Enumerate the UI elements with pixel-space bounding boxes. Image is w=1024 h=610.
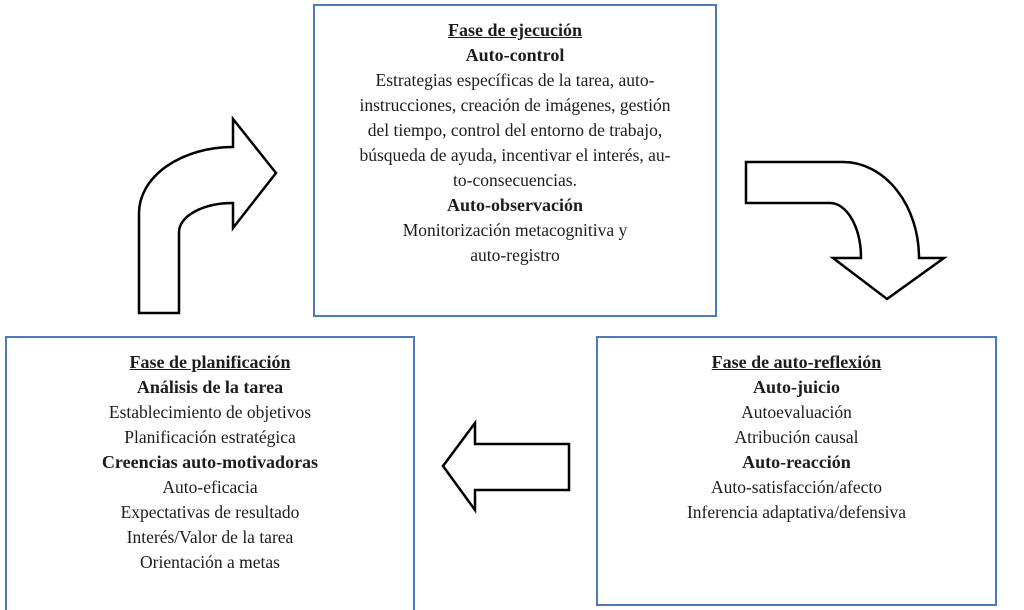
motivational-beliefs-body: Auto-eficacia Expectativas de resultado … — [120, 477, 300, 572]
self-reaction-heading: Auto-reacción — [742, 452, 851, 472]
left-block-arrow — [441, 419, 571, 514]
execution-phase-box: Fase de ejecución Auto-control Estrategi… — [313, 4, 717, 317]
planning-phase-title: Fase de planificación — [129, 352, 291, 372]
motivational-beliefs-heading: Creencias auto-motivadoras — [101, 452, 319, 472]
self-observation-heading: Auto-observación — [447, 195, 583, 215]
execution-phase-title: Fase de ejecución — [448, 20, 582, 40]
curved-up-right-arrow — [137, 115, 278, 315]
self-reflection-phase-title: Fase de auto-reflexión — [711, 352, 882, 372]
self-reaction-body: Auto-satisfacción/afecto Inferencia adap… — [686, 477, 907, 522]
curved-right-down-arrow — [744, 160, 948, 301]
task-analysis-body: Establecimiento de objetivos Planificaci… — [108, 402, 312, 447]
self-observation-body: Monitorización metacognitiva y auto-regi… — [402, 220, 628, 265]
self-control-heading: Auto-control — [465, 45, 565, 65]
self-judgment-body: Autoevaluación Atribución causal — [734, 402, 859, 447]
self-reflection-phase-box: Fase de auto-reflexión Auto-juicio Autoe… — [596, 336, 997, 606]
self-judgment-heading: Auto-juicio — [753, 377, 840, 397]
planning-phase-box: Fase de planificación Análisis de la tar… — [5, 336, 415, 610]
self-control-body: Estrategias específicas de la tarea, aut… — [359, 70, 671, 190]
task-analysis-heading: Análisis de la tarea — [136, 377, 284, 397]
